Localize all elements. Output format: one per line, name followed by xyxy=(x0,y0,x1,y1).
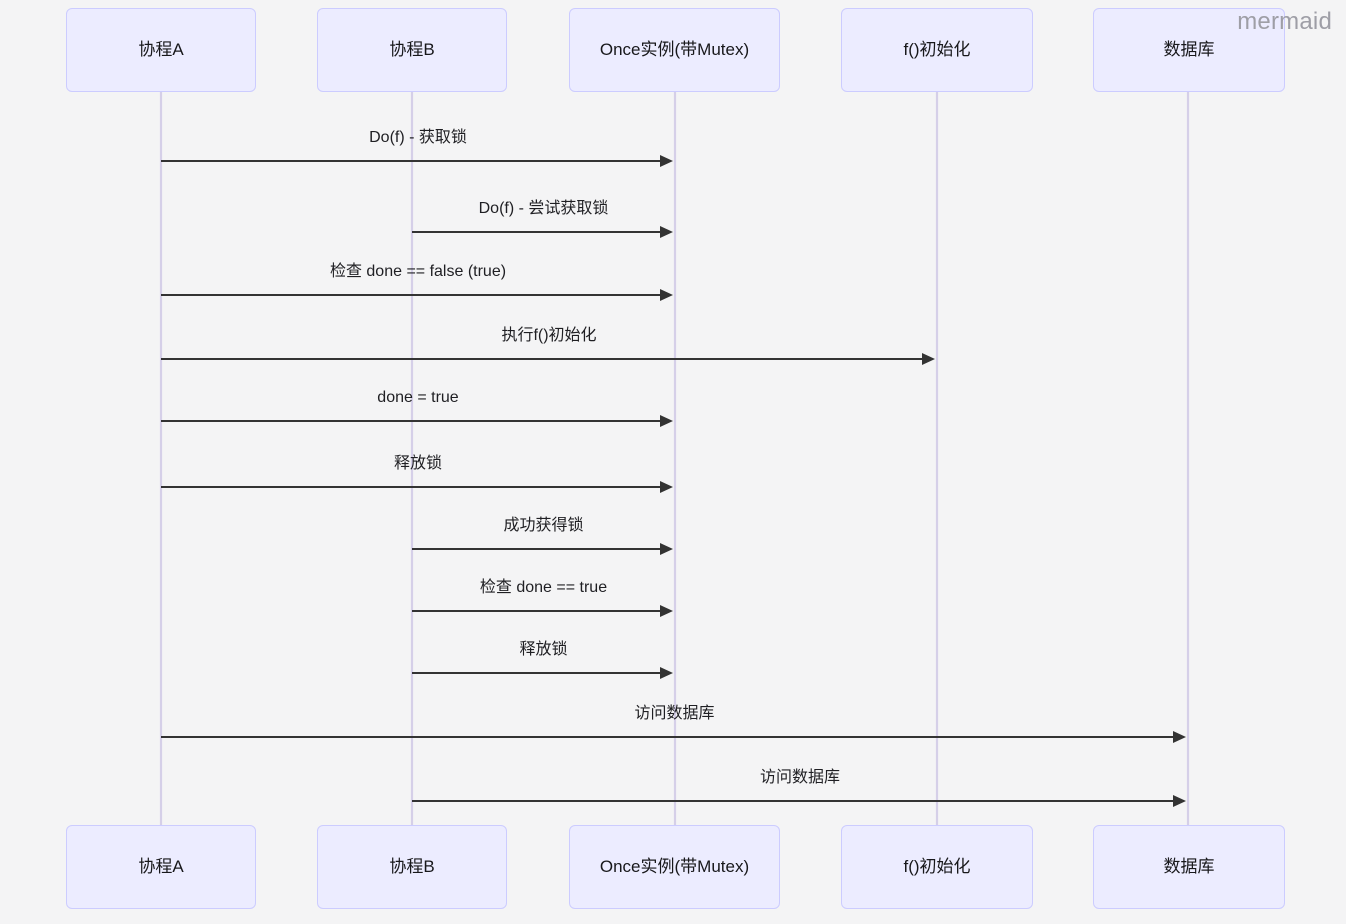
participant-label: 数据库 xyxy=(1163,39,1215,59)
message-arrow-head xyxy=(922,353,935,365)
participant-box-b-top[interactable]: 协程B xyxy=(317,8,507,92)
message-label: 检查 done == true xyxy=(479,578,608,596)
message-label: 释放锁 xyxy=(393,454,443,472)
message-label: done = true xyxy=(377,388,459,406)
message-arrow-head xyxy=(660,289,673,301)
message-label: 访问数据库 xyxy=(759,768,841,786)
mermaid-watermark: mermaid xyxy=(1237,8,1332,35)
participant-label: Once实例(带Mutex) xyxy=(599,856,750,876)
message-arrow-head xyxy=(660,155,673,167)
participant-box-a-top[interactable]: 协程A xyxy=(66,8,256,92)
lifeline-group xyxy=(159,92,1190,825)
message-label: 执行f()初始化 xyxy=(501,326,597,344)
message-label: 访问数据库 xyxy=(634,704,715,722)
participant-box-once-top[interactable]: Once实例(带Mutex) xyxy=(569,8,780,92)
message-arrow-head xyxy=(1173,795,1186,807)
message-label: 检查 done == false (true) xyxy=(329,262,507,280)
message-arrow-group xyxy=(161,155,1186,807)
participant-label: f()初始化 xyxy=(903,856,971,876)
message-label: Do(f) - 获取锁 xyxy=(369,128,467,146)
message-arrow-head xyxy=(660,226,673,238)
participant-box-b-bottom[interactable]: 协程B xyxy=(317,825,507,909)
message-arrow-head xyxy=(660,605,673,617)
participant-label: 协程A xyxy=(138,39,184,59)
message-arrow-head xyxy=(1173,731,1186,743)
participant-box-db-bottom[interactable]: 数据库 xyxy=(1093,825,1285,909)
participant-box-a-bottom[interactable]: 协程A xyxy=(66,825,256,909)
participant-label: 协程B xyxy=(389,856,435,876)
participant-label: 协程A xyxy=(138,856,184,876)
message-label: 释放锁 xyxy=(519,640,568,658)
participant-label: f()初始化 xyxy=(903,39,971,59)
participant-label: 数据库 xyxy=(1163,856,1215,876)
message-arrow-head xyxy=(660,481,673,493)
message-label: 成功获得锁 xyxy=(503,516,584,534)
message-arrow-head xyxy=(660,543,673,555)
participant-label: Once实例(带Mutex) xyxy=(599,39,750,59)
participant-label: 协程B xyxy=(389,39,435,59)
participant-box-once-bottom[interactable]: Once实例(带Mutex) xyxy=(569,825,780,909)
message-arrow-head xyxy=(660,667,673,679)
participant-box-db-top[interactable]: 数据库 xyxy=(1093,8,1285,92)
participant-box-f-top[interactable]: f()初始化 xyxy=(841,8,1033,92)
participant-box-f-bottom[interactable]: f()初始化 xyxy=(841,825,1033,909)
message-label: Do(f) - 尝试获取锁 xyxy=(478,199,609,217)
message-arrow-head xyxy=(660,415,673,427)
